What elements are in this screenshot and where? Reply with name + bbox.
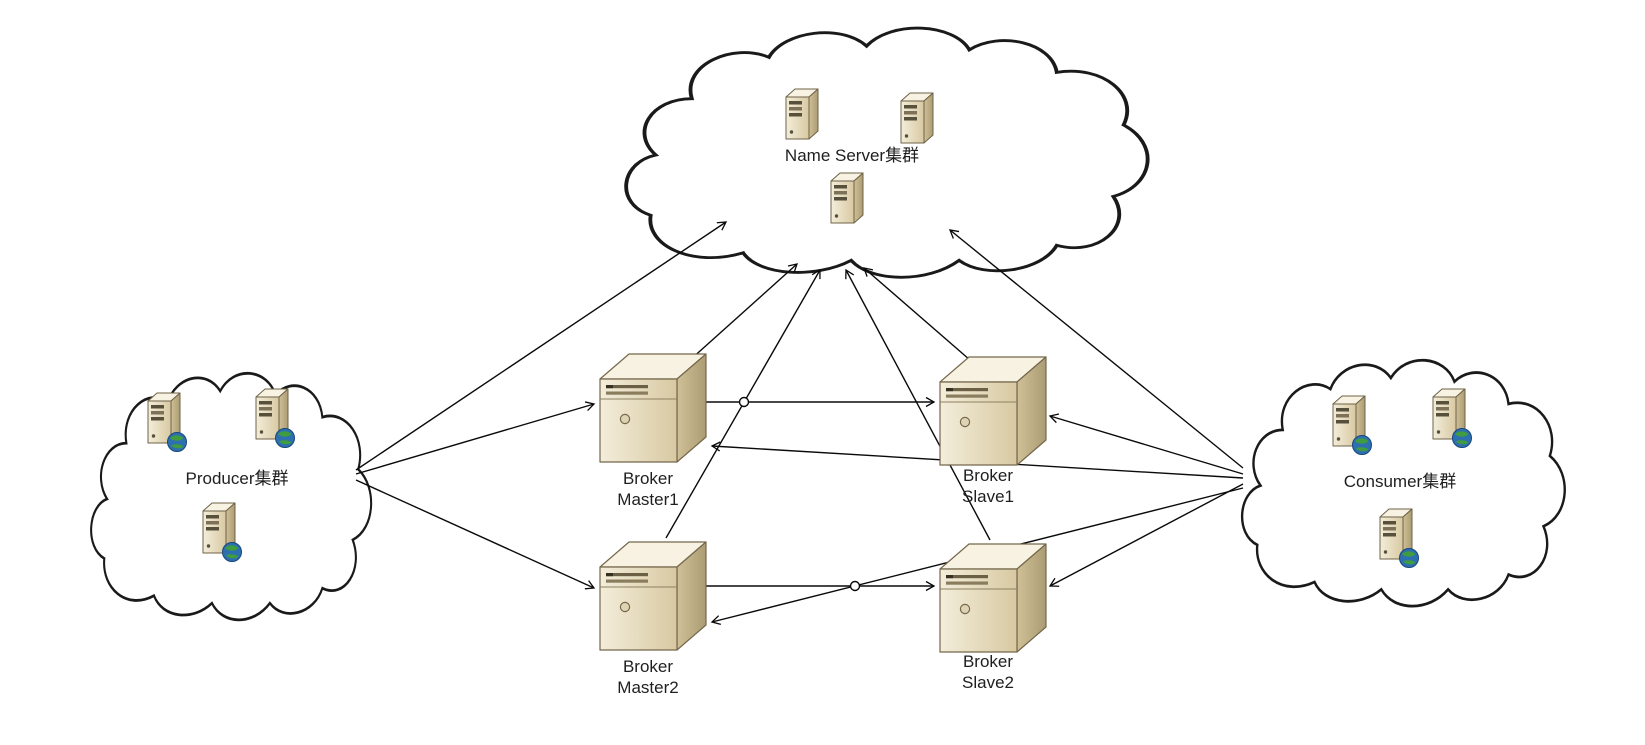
broker-slave2-label-line1: Broker [963, 652, 1013, 671]
name-server-icon-2 [900, 92, 934, 144]
broker-master2-label-line1: Broker [623, 657, 673, 676]
edge-producer-to-nameserver [355, 221, 728, 471]
name-server-cluster-label: Name Server集群 [785, 146, 919, 165]
producer-cluster-label: Producer集群 [186, 469, 289, 488]
broker-master1-icon [599, 353, 707, 463]
broker-master2-label-line2: Master2 [617, 678, 678, 697]
line-jump-top [738, 396, 750, 408]
broker-slave1-node: Broker Slave1 [939, 356, 1047, 506]
broker-master1-label-line2: Master1 [617, 490, 678, 509]
broker-slave1-label-line1: Broker [963, 466, 1013, 485]
broker-master2-node: Broker Master2 [599, 541, 707, 697]
broker-slave1-label-line2: Slave1 [962, 487, 1014, 506]
cloud-outline [89, 371, 373, 622]
edge-producer-to-master1 [355, 401, 596, 475]
broker-master1-node: Broker Master1 [599, 353, 707, 509]
edge-slave2-to-nameserver [845, 268, 991, 541]
cloud-producer [89, 371, 373, 622]
edge-slave1-to-nameserver [862, 267, 971, 361]
edge-consumer-to-slave2 [1048, 483, 1244, 587]
consumer-cluster-label: Consumer集群 [1344, 472, 1456, 491]
broker-master1-label-line1: Broker [623, 469, 673, 488]
consumer-group: Consumer集群 [1333, 389, 1472, 568]
broker-slave2-node: Broker Slave2 [939, 543, 1047, 692]
broker-slave2-label-line2: Slave2 [962, 673, 1014, 692]
edge-consumer-to-nameserver [948, 229, 1244, 469]
edge-master1-to-nameserver [689, 263, 798, 361]
broker-slave2-icon [939, 543, 1047, 653]
name-server-icon-3 [830, 172, 864, 224]
producer-group: Producer集群 [148, 389, 295, 562]
name-server-icon-1 [785, 88, 819, 140]
edge-producer-to-master2 [355, 479, 596, 590]
name-server-group: Name Server集群 [785, 88, 934, 224]
broker-master2-icon [599, 541, 707, 651]
edges-layer [355, 221, 1244, 626]
line-jump-bottom [849, 580, 861, 592]
broker-slave1-icon [939, 356, 1047, 466]
edge-consumer-to-slave1 [1048, 413, 1244, 475]
